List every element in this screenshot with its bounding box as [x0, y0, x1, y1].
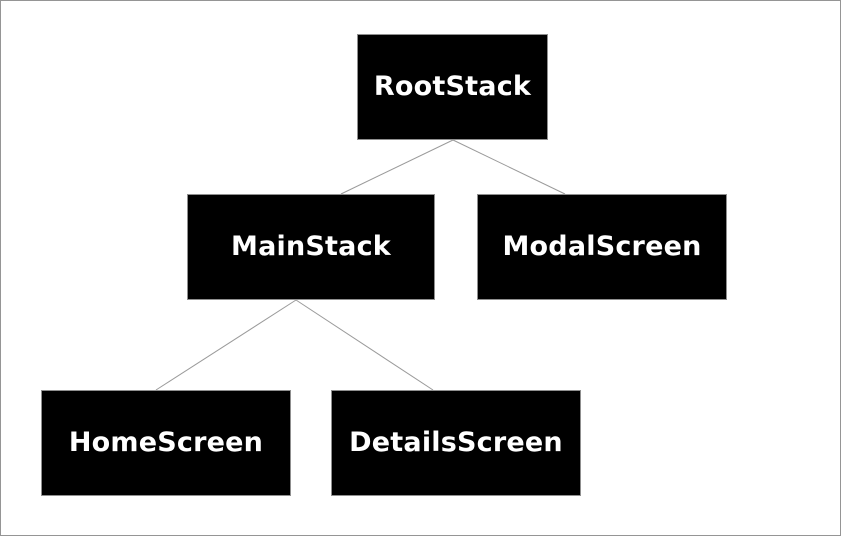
- node-mainstack-label: MainStack: [231, 231, 391, 263]
- node-modalscreen[interactable]: ModalScreen: [477, 194, 727, 300]
- node-detailsscreen-label: DetailsScreen: [349, 427, 563, 459]
- edge-rootstack-mainstack: [340, 139, 454, 195]
- node-detailsscreen[interactable]: DetailsScreen: [331, 390, 581, 496]
- edge-mainstack-homescreen: [155, 299, 297, 391]
- node-mainstack[interactable]: MainStack: [187, 194, 435, 300]
- edge-mainstack-detailsscreen: [295, 299, 434, 391]
- node-rootstack-label: RootStack: [373, 71, 532, 103]
- node-homescreen-label: HomeScreen: [68, 427, 264, 459]
- node-homescreen[interactable]: HomeScreen: [41, 390, 291, 496]
- node-rootstack[interactable]: RootStack: [357, 34, 548, 140]
- node-modalscreen-label: ModalScreen: [502, 231, 702, 263]
- edge-rootstack-modalscreen: [452, 139, 566, 195]
